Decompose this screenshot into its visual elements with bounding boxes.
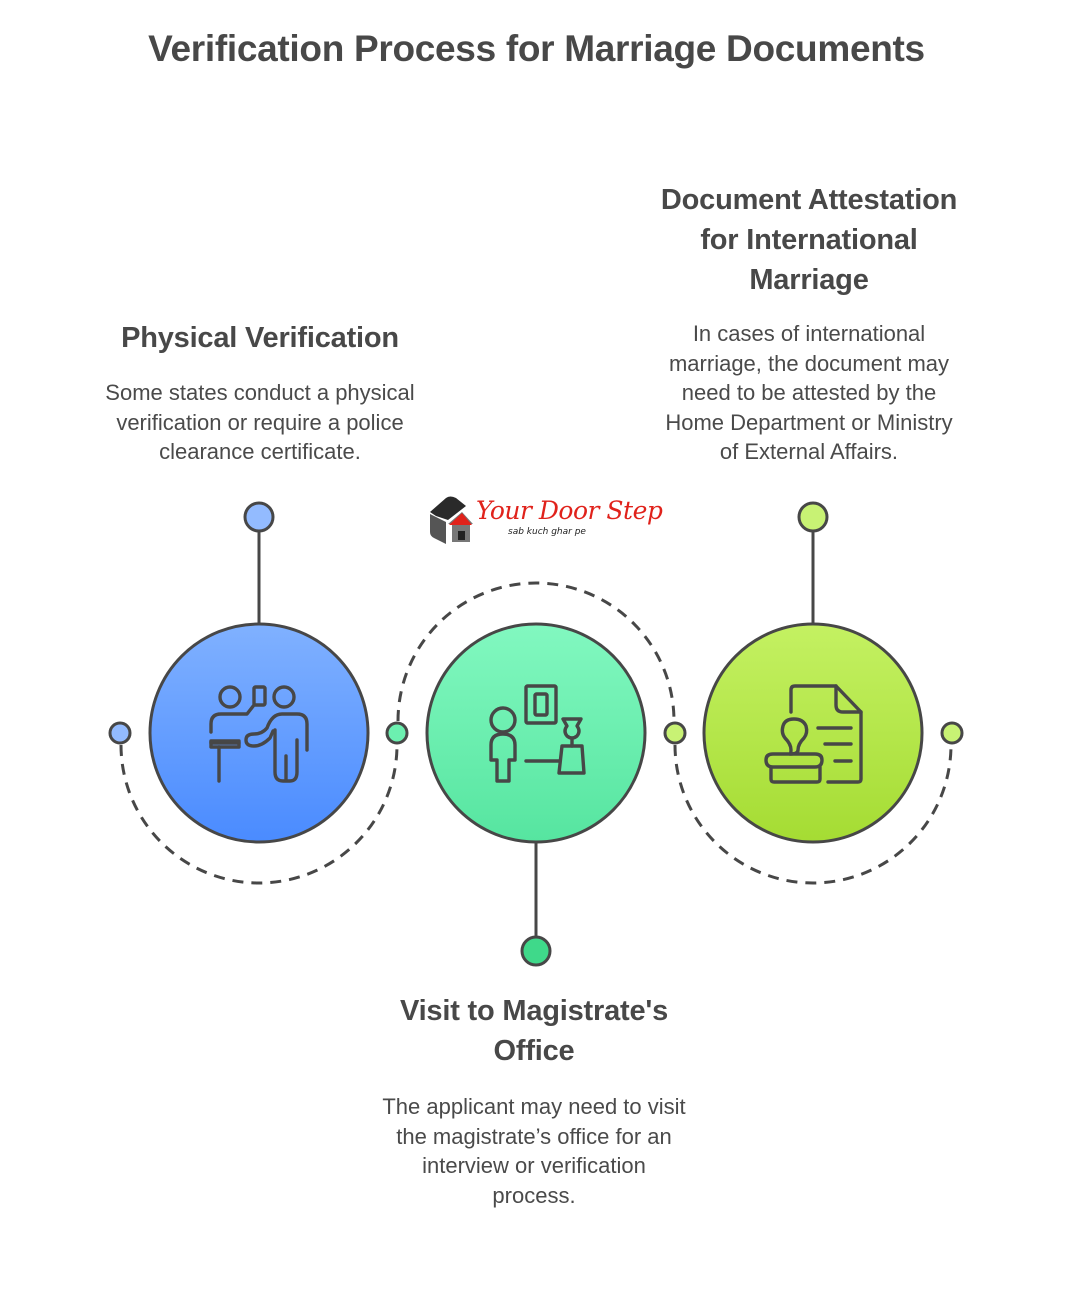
house-logo-icon	[430, 496, 473, 544]
step-desc-line: interview or verification	[422, 1153, 646, 1178]
brand-logo: Your Door Step sab kuch ghar pe	[426, 494, 663, 546]
logo-tagline: sab kuch ghar pe	[508, 527, 586, 537]
connector-dot-4	[940, 721, 964, 745]
step-desc-line: need to be attested by the	[681, 380, 937, 405]
step-visit-magistrate-text: Visit to Magistrate's Office The applica…	[334, 991, 734, 1210]
step-desc-line: Some states conduct a physical	[105, 380, 415, 405]
step-desc-line: The applicant may need to visit	[382, 1094, 686, 1119]
pin-physical-verification	[243, 501, 275, 533]
pin-document-attestation	[797, 501, 829, 533]
step-desc-line: the magistrate’s office for an	[396, 1123, 672, 1149]
step-physical-verification-text: Physical Verification Some states conduc…	[60, 318, 460, 467]
step-circle-visit-magistrate	[425, 622, 647, 844]
connector-dot-3	[663, 721, 687, 745]
step-circle-document-attestation	[702, 622, 924, 844]
step-title-line: Document Attestation	[660, 184, 958, 216]
step-title-line: Visit to Magistrate's	[399, 995, 669, 1027]
step-desc-line: clearance certificate.	[159, 439, 361, 464]
page-title: Verification Process for Marriage Docume…	[148, 28, 925, 69]
step-desc-line: process.	[492, 1182, 576, 1208]
dashed-arc-3	[673, 744, 953, 885]
pin-visit-magistrate	[520, 935, 552, 967]
stamp-document-icon	[764, 684, 863, 784]
connector-dot-1	[108, 721, 132, 745]
connector-dot-2	[385, 721, 409, 745]
person-presenting-id-icon	[209, 685, 309, 783]
step-title: Visit to Magistrate's Office	[334, 991, 734, 1071]
step-desc-line: In cases of international	[692, 321, 926, 346]
step-title: Document Attestation for International M…	[609, 180, 1009, 300]
step-desc-line: Home Department or Ministry	[665, 409, 953, 435]
logo-name: Your Door Step	[476, 496, 663, 525]
step-document-attestation-text: Document Attestation for International M…	[609, 180, 1009, 467]
step-title-line: Office	[493, 1035, 575, 1067]
step-title-line: for International	[700, 224, 918, 256]
office-visit-icon	[489, 684, 586, 783]
step-title: Physical Verification	[121, 322, 399, 354]
dashed-arc-connectors	[119, 581, 953, 885]
step-desc-line: verification or require a police	[116, 409, 404, 435]
dashed-arc-2	[396, 581, 676, 722]
step-title-line: Marriage	[749, 264, 869, 296]
dashed-arc-1	[119, 744, 399, 885]
step-desc-line: marriage, the document may	[668, 350, 950, 376]
step-desc-line: of External Affairs.	[719, 439, 899, 464]
